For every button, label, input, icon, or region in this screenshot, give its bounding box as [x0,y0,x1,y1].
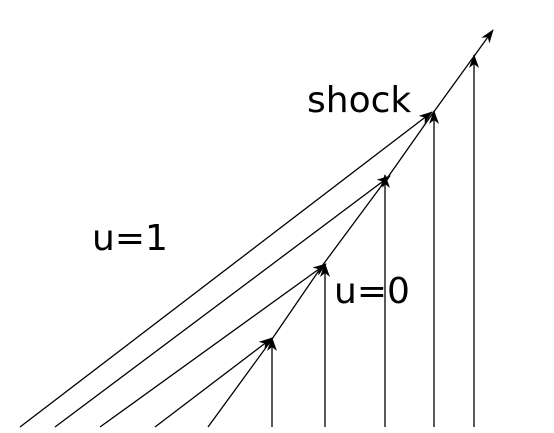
right-state-label: u=0 [334,271,410,312]
shock-label: shock [307,80,411,121]
characteristic-left-2 [54,175,391,428]
characteristic-left-4 [154,337,273,428]
characteristic-left-1 [19,111,433,428]
characteristic-left-3 [99,263,327,428]
shock-curve [207,29,494,428]
left-state-label: u=1 [92,218,168,259]
